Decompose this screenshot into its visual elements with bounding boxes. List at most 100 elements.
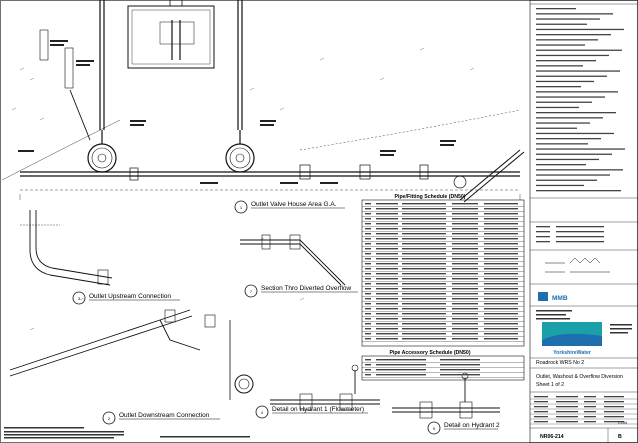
schedule-cell bbox=[402, 208, 446, 210]
view-title-3: 3 Outlet Upstream Connection bbox=[72, 291, 180, 305]
notes-panel bbox=[529, 0, 638, 443]
schedule-cell bbox=[484, 228, 518, 230]
schedule-cell bbox=[452, 313, 478, 315]
title-grid-cell bbox=[604, 416, 624, 418]
accessory-cell bbox=[365, 374, 371, 376]
svg-text:Detail on Hydrant 1 (Flowmeter: Detail on Hydrant 1 (Flowmeter) bbox=[272, 406, 364, 413]
schedule-cell bbox=[484, 328, 518, 330]
plan-annotation-blocks bbox=[18, 40, 456, 184]
reference-number bbox=[536, 236, 550, 238]
title-grid-cell bbox=[556, 406, 578, 408]
schedule-cell bbox=[452, 283, 478, 285]
title-grid-cell bbox=[604, 406, 624, 408]
note-line bbox=[536, 112, 616, 114]
schedule-cell bbox=[365, 218, 371, 220]
schedule-cell bbox=[402, 303, 446, 305]
note-line bbox=[536, 143, 588, 145]
schedule-cell bbox=[365, 328, 371, 330]
schedule-cell bbox=[402, 243, 446, 245]
schedule-cell bbox=[402, 228, 446, 230]
schedule-cell bbox=[376, 203, 398, 205]
schedule-cell bbox=[452, 253, 478, 255]
accessory-cell bbox=[440, 359, 480, 361]
schedule-cell bbox=[365, 333, 371, 335]
schedule-cell bbox=[365, 268, 371, 270]
schedule-cell bbox=[402, 328, 446, 330]
note-line bbox=[536, 86, 581, 88]
schedule-cell bbox=[376, 308, 398, 310]
schedule-cell bbox=[365, 303, 371, 305]
schedule-cell bbox=[376, 213, 398, 215]
schedule-cell bbox=[365, 213, 371, 215]
reference-drawings bbox=[536, 226, 604, 243]
note-line bbox=[536, 138, 601, 140]
note-line bbox=[536, 54, 609, 57]
schedule-cell bbox=[452, 328, 478, 330]
accessory-cell bbox=[376, 369, 426, 371]
schedule-cell bbox=[365, 223, 371, 225]
title-grid-cell bbox=[534, 396, 548, 398]
svg-text:YorkshireWater: YorkshireWater bbox=[553, 350, 591, 356]
hydrant-1-detail bbox=[270, 364, 380, 411]
svg-text:Outlet Upstream Connection: Outlet Upstream Connection bbox=[89, 293, 171, 300]
schedule-cell bbox=[484, 218, 518, 220]
reference-number bbox=[536, 231, 550, 233]
schedule-cell bbox=[484, 268, 518, 270]
schedule-cell bbox=[376, 218, 398, 220]
schedule-cell bbox=[402, 308, 446, 310]
svg-text:NR06-214: NR06-214 bbox=[540, 434, 564, 440]
note-line bbox=[536, 60, 596, 62]
schedule-cell bbox=[402, 253, 446, 255]
schedule-cell bbox=[484, 233, 518, 235]
schedule-cell bbox=[376, 253, 398, 255]
schedule-cell bbox=[376, 258, 398, 260]
schedule-cell bbox=[484, 263, 518, 265]
schedule-cell bbox=[376, 288, 398, 290]
note-line bbox=[536, 39, 598, 41]
schedule-cell bbox=[452, 318, 478, 320]
schedule-cell bbox=[452, 213, 478, 215]
schedule-cell bbox=[484, 258, 518, 260]
view-title-4: 4 Detail on Hydrant 1 (Flowmeter) bbox=[255, 405, 368, 419]
schedule-cell bbox=[376, 283, 398, 285]
schedule-cell bbox=[484, 273, 518, 275]
note-line bbox=[536, 49, 622, 51]
reference-title bbox=[556, 231, 604, 233]
schedule-cell bbox=[452, 308, 478, 310]
schedule-cell bbox=[365, 323, 371, 325]
schedule-cell bbox=[402, 333, 446, 335]
schedule-cell bbox=[365, 233, 371, 235]
schedule-cell bbox=[376, 238, 398, 240]
schedule-cell bbox=[402, 283, 446, 285]
title-grid-cell bbox=[534, 401, 548, 403]
schedule-cell bbox=[365, 298, 371, 300]
schedule-cell bbox=[452, 243, 478, 245]
schedule-cell bbox=[484, 323, 518, 325]
contractor-logo: MMB bbox=[538, 292, 568, 302]
note-line bbox=[536, 34, 611, 36]
schedule-cell bbox=[365, 273, 371, 275]
title-grid-cell bbox=[584, 396, 596, 398]
schedule-cell bbox=[402, 258, 446, 260]
svg-text:3: 3 bbox=[78, 296, 81, 301]
title-grid-cell bbox=[584, 416, 596, 418]
schedule-cell bbox=[376, 333, 398, 335]
schedule-cell bbox=[484, 333, 518, 335]
note-line bbox=[536, 91, 618, 93]
note-line bbox=[536, 70, 620, 72]
note-line bbox=[536, 148, 625, 150]
reference-title bbox=[556, 241, 604, 243]
schedule-cell bbox=[452, 298, 478, 300]
schedule-cell bbox=[452, 208, 478, 210]
schedule-cell bbox=[452, 293, 478, 295]
svg-text:Outlet, Washout & Overflow Div: Outlet, Washout & Overflow Diversion bbox=[536, 374, 623, 380]
schedule-cell bbox=[365, 258, 371, 260]
schedule-cell bbox=[402, 318, 446, 320]
ground-hatching bbox=[11, 47, 475, 331]
schedule-cell bbox=[484, 248, 518, 250]
schedule-cell bbox=[376, 273, 398, 275]
schedule-cell bbox=[402, 278, 446, 280]
note-line bbox=[536, 127, 577, 129]
schedule-cell bbox=[365, 278, 371, 280]
title-grid-cell bbox=[534, 416, 548, 418]
